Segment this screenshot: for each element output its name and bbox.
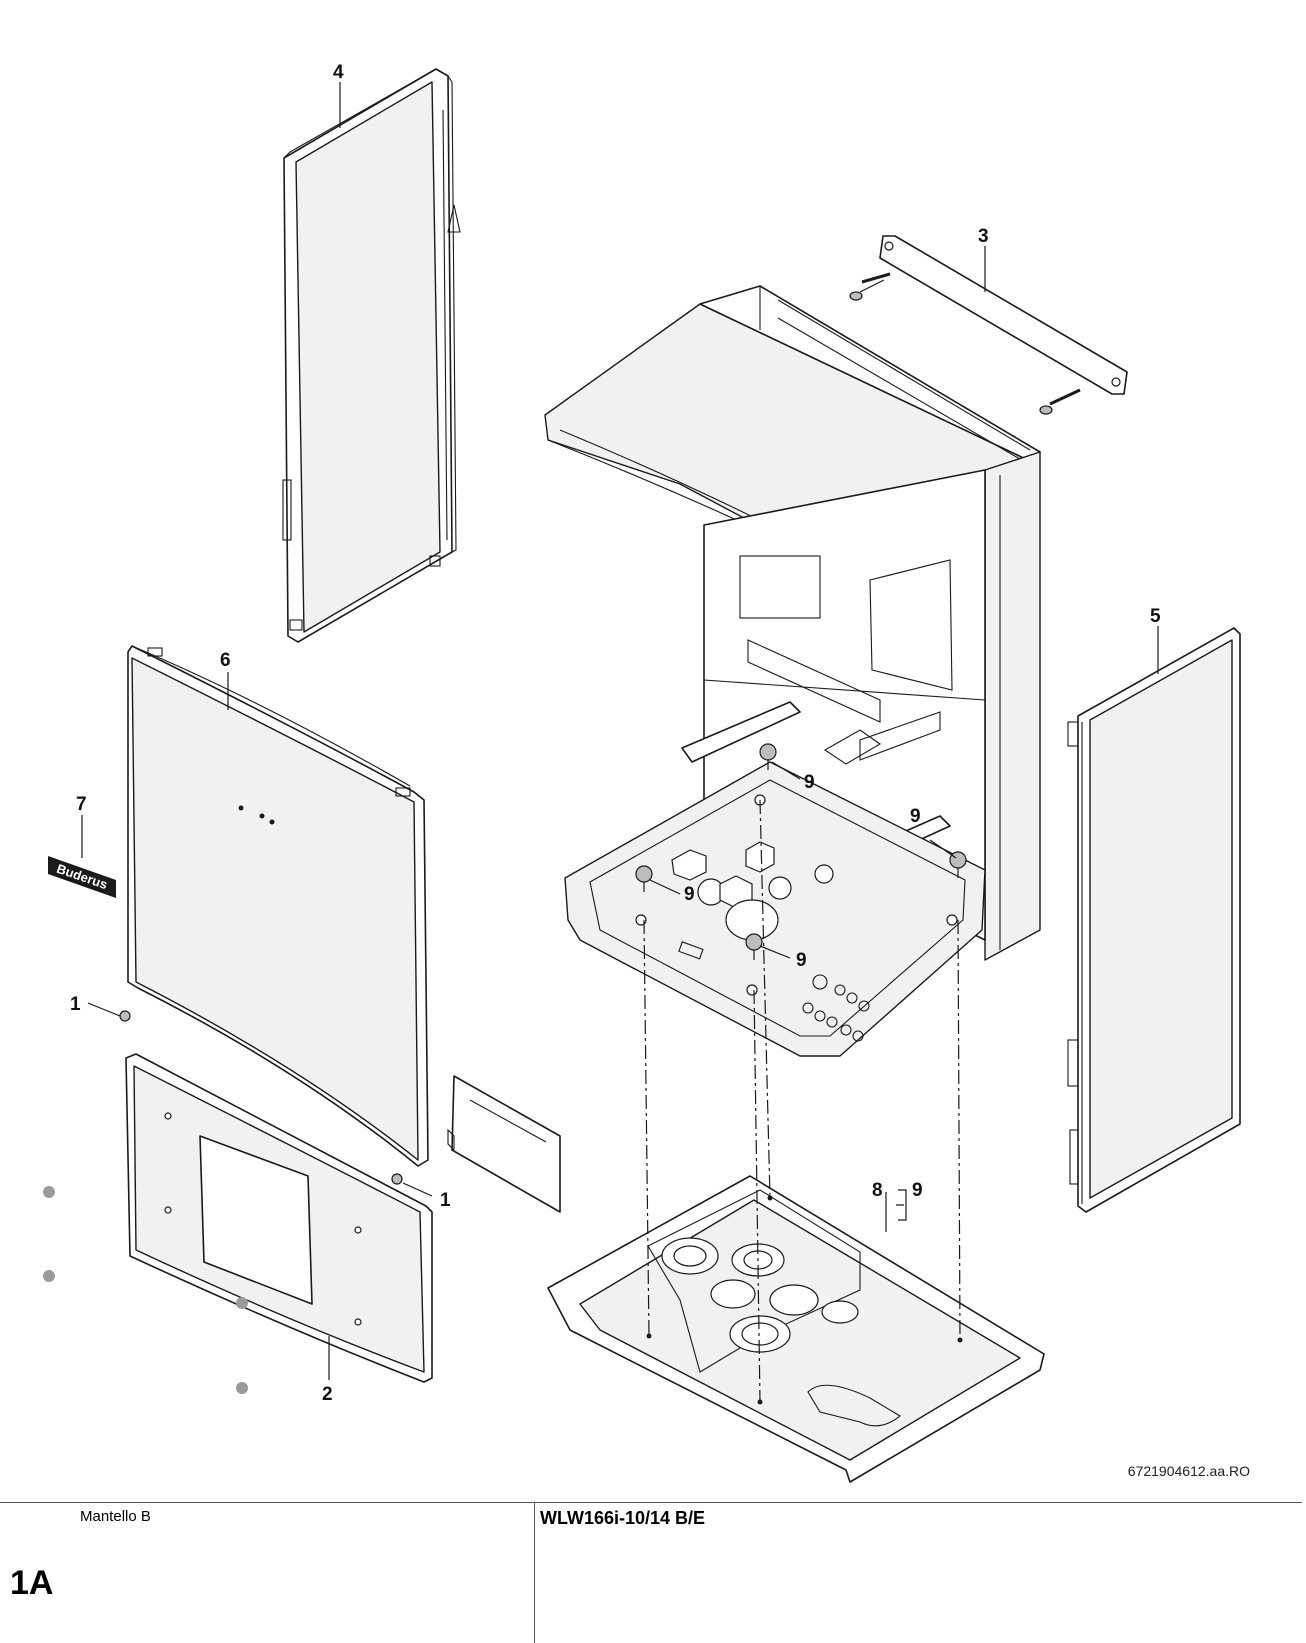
callout-8: 8 xyxy=(872,1180,883,1201)
title-block: Mantello B 1A WLW166i-10/14 B/E xyxy=(0,1502,1306,1643)
screw-lower xyxy=(1039,388,1081,415)
callout-9-c: 9 xyxy=(684,884,695,905)
title-block-top-rule xyxy=(0,1502,1302,1503)
model-name: WLW166i-10/14 B/E xyxy=(540,1508,706,1528)
boiler-main-frame xyxy=(544,285,1041,1057)
part-8-bottom-tray xyxy=(547,1175,1045,1483)
callout-3: 3 xyxy=(978,226,989,247)
screw-1-a xyxy=(119,1010,131,1022)
part-3-top-bracket xyxy=(879,235,1128,395)
callout-9-b: 9 xyxy=(910,806,921,827)
leader-lines xyxy=(81,82,1159,1380)
callout-2: 2 xyxy=(322,1384,333,1405)
logo-wordmark: Buderus xyxy=(55,861,110,892)
title-block-divider xyxy=(534,1502,535,1643)
clip-left-b xyxy=(43,1270,55,1282)
part-4-side-panel xyxy=(282,68,461,643)
alignment-lines xyxy=(643,799,961,1403)
screw-1-b xyxy=(391,1173,403,1185)
callout-7: 7 xyxy=(76,794,87,815)
callout-4: 4 xyxy=(333,62,344,83)
clip-mid-b xyxy=(236,1382,248,1394)
part-2-lower-panel xyxy=(125,1053,433,1383)
grommet-9-c xyxy=(635,865,653,892)
part-5-side-panel xyxy=(1067,627,1241,1213)
drawing-id: 6721904612.aa.RO xyxy=(1128,1463,1250,1479)
part-6-front-cover xyxy=(127,645,429,1167)
callout-9-d: 9 xyxy=(796,950,807,971)
mounting-bracket xyxy=(447,1075,561,1213)
callout-1-left: 1 xyxy=(70,994,81,1015)
clip-mid-a xyxy=(236,1297,248,1309)
callout-9-a: 9 xyxy=(804,772,815,793)
section-name: Mantello B xyxy=(80,1508,151,1525)
section-code: 1A xyxy=(10,1564,54,1602)
grommet-9-d xyxy=(745,933,763,960)
part-7-logo: Buderus xyxy=(48,856,116,898)
exploded-view-drawing: Buderus xyxy=(43,62,1250,1483)
callout-8-sub-9: 9 xyxy=(912,1180,923,1201)
callout-1-right: 1 xyxy=(440,1190,451,1211)
screw-upper xyxy=(849,272,891,301)
callout-5: 5 xyxy=(1150,606,1161,627)
callout-6: 6 xyxy=(220,650,231,671)
clip-left-a xyxy=(43,1186,55,1198)
grommet-9-a xyxy=(759,743,777,770)
